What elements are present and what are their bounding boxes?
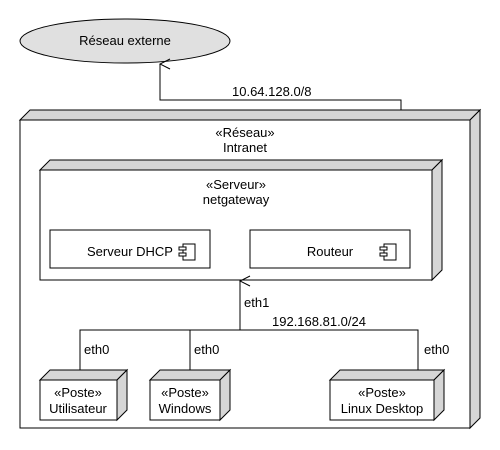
intranet-name: Intranet	[223, 140, 267, 155]
server-stereotype: «Serveur»	[206, 177, 266, 192]
intranet-stereotype: «Réseau»	[215, 125, 274, 140]
workstation-linux-desktop: eth0 «Poste» Linux Desktop	[328, 342, 449, 422]
component-router-label: Routeur	[307, 244, 354, 259]
component-dhcp: Serveur DHCP	[49, 229, 211, 269]
workstation-interface: eth0	[194, 342, 219, 357]
internal-link-interface: eth1	[244, 295, 269, 310]
internal-link: eth1 192.168.81.0/24	[79, 281, 419, 370]
workstation-stereotype: «Poste»	[54, 385, 102, 400]
workstation-interface: eth0	[84, 342, 109, 357]
workstation-windows: eth0 «Poste» Windows	[148, 342, 232, 422]
component-router: Routeur	[249, 229, 411, 269]
workstation-utilisateur: eth0 «Poste» Utilisateur	[38, 342, 129, 422]
workstation-name: Linux Desktop	[341, 401, 423, 416]
external-network-node: Réseau externe	[19, 18, 231, 64]
internal-link-address: 192.168.81.0/24	[272, 314, 366, 329]
workstation-stereotype: «Poste»	[358, 385, 406, 400]
component-dhcp-label: Serveur DHCP	[87, 244, 173, 259]
external-link-address: 10.64.128.0/8	[232, 84, 312, 99]
external-network-label: Réseau externe	[79, 33, 171, 48]
workstation-name: Utilisateur	[49, 401, 107, 416]
workstation-stereotype: «Poste»	[161, 385, 209, 400]
component-icon	[178, 243, 196, 261]
workstation-name: Windows	[159, 401, 212, 416]
component-icon	[379, 243, 397, 261]
lan-bus-line	[79, 329, 419, 370]
server-name: netgateway	[203, 192, 270, 207]
workstation-interface: eth0	[424, 342, 449, 357]
